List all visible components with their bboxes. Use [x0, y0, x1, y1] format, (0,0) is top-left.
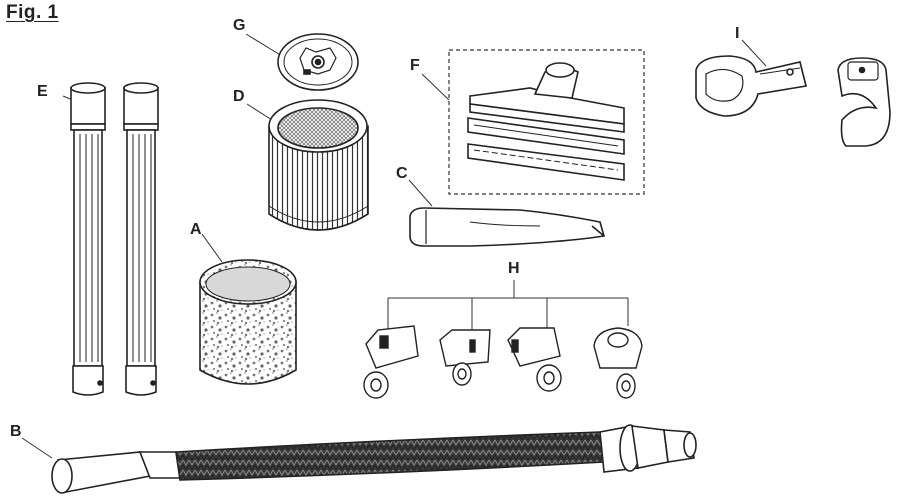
crevice-tool: [408, 179, 606, 247]
leader-a: [201, 233, 223, 263]
extension-wands: [62, 82, 159, 396]
label-i: I: [735, 25, 740, 42]
leader-g: [245, 33, 283, 57]
filter-lid: [245, 33, 359, 91]
caster-3: [507, 327, 562, 392]
label-a: A: [190, 221, 202, 238]
leader-b: [21, 437, 53, 459]
leader-c: [408, 179, 433, 207]
label-g: G: [233, 17, 246, 34]
caster-4: [593, 327, 643, 399]
accessory-clips: [695, 39, 891, 147]
caster-1: [363, 325, 419, 399]
hose: [21, 424, 697, 494]
leader-i: [741, 39, 767, 67]
leader-d: [246, 103, 273, 121]
foam-sleeve: [199, 233, 297, 385]
label-b: B: [10, 423, 22, 440]
label-f: F: [410, 57, 420, 74]
caster-2: [439, 329, 491, 386]
label-h: H: [508, 260, 520, 277]
label-e: E: [37, 83, 48, 100]
cartridge-filter: [246, 99, 369, 231]
caster-set: [363, 280, 643, 399]
label-d: D: [233, 88, 245, 105]
figure-title: Fig. 1: [6, 2, 59, 23]
dashed-group-box: [448, 49, 645, 195]
floor-nozzle-kit: [421, 49, 645, 195]
label-c: C: [396, 165, 408, 182]
